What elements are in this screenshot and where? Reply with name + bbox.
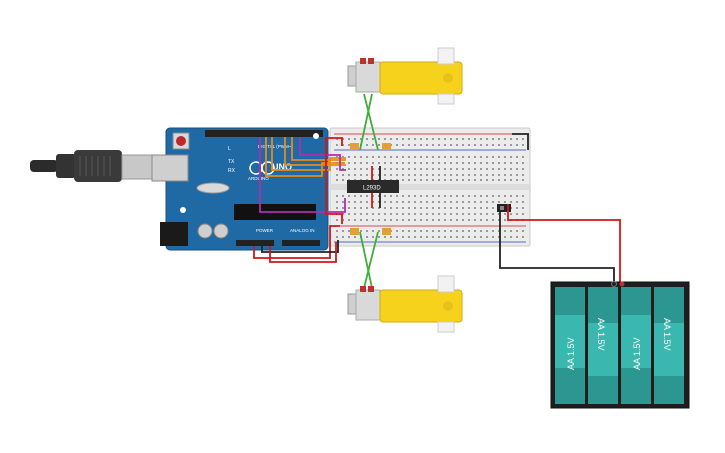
slide-switch[interactable] bbox=[497, 204, 511, 212]
analog-label: ANALOG IN bbox=[290, 228, 315, 233]
wires bbox=[253, 93, 621, 289]
motor-bottom bbox=[347, 275, 463, 333]
driver-chip: L293D bbox=[347, 180, 399, 193]
breadboard bbox=[329, 127, 531, 247]
battery-cell-3-label: AA 1.5V bbox=[632, 337, 642, 370]
tx-label: TX bbox=[228, 159, 235, 165]
battery-cell-1: AA 1.5V bbox=[555, 287, 585, 404]
battery-pack: AA 1.5V AA 1.5V AA 1.5V AA 1.5V bbox=[550, 281, 690, 409]
brand-text: ARDUINO bbox=[248, 176, 269, 181]
motor-top bbox=[347, 47, 463, 105]
breadboard-holes bbox=[336, 138, 524, 238]
digital-label: DIGITAL (PWM~) bbox=[258, 144, 293, 149]
rx-label: RX bbox=[228, 168, 236, 174]
usb-cable bbox=[30, 150, 155, 182]
capacitors bbox=[350, 143, 391, 235]
arduino-uno-board: DIGITAL (PWM~) UNO ARDUINO L TX RX POWER… bbox=[151, 127, 329, 251]
battery-cell-3: AA 1.5V bbox=[621, 287, 651, 404]
reset-button[interactable] bbox=[172, 132, 190, 150]
power-label: POWER bbox=[256, 228, 274, 233]
battery-cell-4-label: AA 1.5V bbox=[662, 318, 672, 351]
battery-cell-1-label: AA 1.5V bbox=[566, 337, 576, 370]
arduino-logo-icon bbox=[249, 161, 275, 175]
driver-chip-label: L293D bbox=[363, 186, 381, 192]
battery-cell-2: AA 1.5V bbox=[588, 287, 618, 404]
battery-cell-2-label: AA 1.5V bbox=[596, 318, 606, 351]
logo-text: UNO bbox=[272, 162, 292, 172]
battery-cell-4: AA 1.5V bbox=[654, 287, 684, 404]
l-led-label: L bbox=[228, 146, 231, 152]
